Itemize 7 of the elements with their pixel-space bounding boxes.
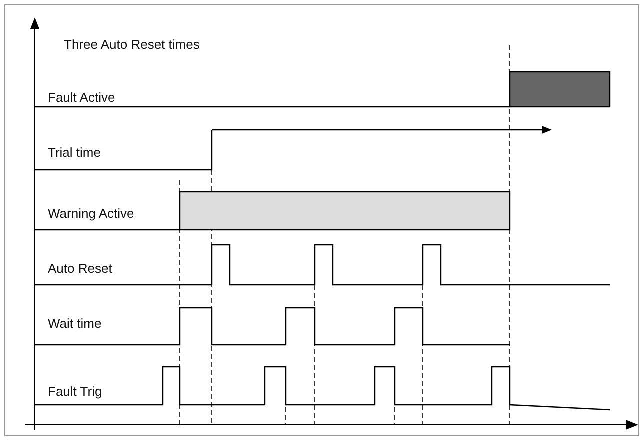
signal-label: Warning Active — [48, 206, 134, 221]
signal-label: Auto Reset — [48, 261, 112, 276]
chart-title: Three Auto Reset times — [64, 37, 200, 52]
signal-label: Trial time — [48, 145, 101, 160]
signal-label: Wait time — [48, 316, 102, 331]
signal-label: Fault Trig — [48, 384, 102, 399]
signal-label: Fault Active — [48, 90, 116, 105]
